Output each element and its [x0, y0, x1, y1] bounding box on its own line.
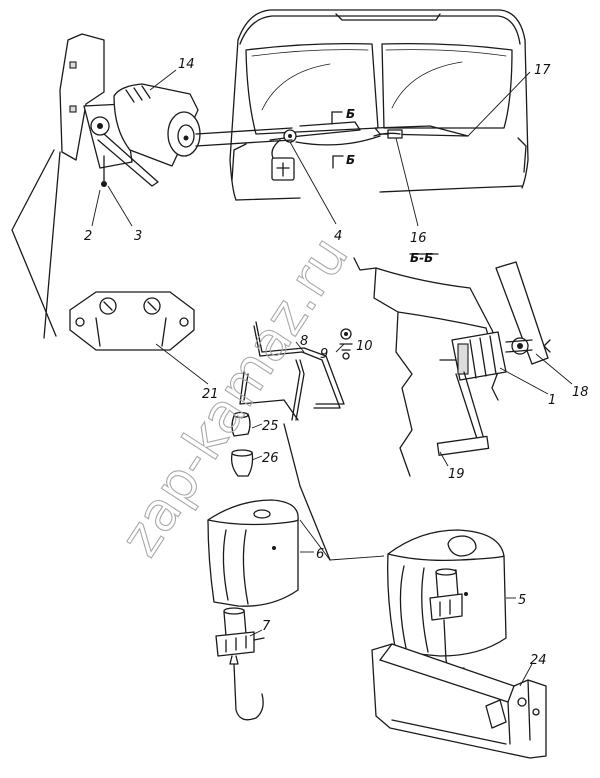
leader-17: [467, 71, 531, 137]
callout-9: 9: [320, 347, 328, 362]
leader-16: [395, 137, 419, 227]
bracket-21: [11, 149, 209, 385]
callout-24: 24: [530, 653, 547, 668]
caps-25-26: [230, 411, 263, 477]
section-mark-lower: Б: [346, 153, 355, 167]
tube-to-tank: [283, 423, 331, 561]
washer-pump-7: [215, 607, 265, 721]
leader-4: [289, 141, 337, 225]
callout-25: 25: [262, 419, 279, 434]
wiper-motor-assembly: [59, 33, 293, 227]
callout-4: 4: [334, 229, 342, 244]
section-bb-detail: [353, 253, 573, 477]
tank-leader: [299, 519, 385, 561]
washer-tank-5: [387, 529, 516, 670]
callout-1: 1: [548, 393, 556, 408]
callout-8: 8: [300, 334, 308, 349]
cab-windshield-view: [229, 9, 529, 201]
washer-tank-6: [207, 499, 314, 607]
callout-18: 18: [572, 385, 589, 400]
callout-7: 7: [262, 619, 271, 634]
callout-6: 6: [316, 547, 324, 562]
callout-5: 5: [518, 593, 526, 608]
callout-14: 14: [178, 57, 195, 72]
section-mark-upper: Б: [346, 107, 355, 121]
callout-3: 3: [134, 229, 142, 244]
tank-bracket-24: [371, 643, 547, 759]
callout-17: 17: [534, 63, 551, 78]
callout-26: 26: [262, 451, 279, 466]
callout-21: 21: [202, 387, 219, 402]
callout-16: 16: [410, 231, 427, 246]
callout-10: 10: [356, 339, 373, 354]
section-title-bb: Б-Б: [410, 251, 433, 265]
callout-19: 19: [448, 467, 465, 482]
callout-2: 2: [84, 229, 92, 244]
washer-tube-nozzles: [239, 321, 353, 421]
